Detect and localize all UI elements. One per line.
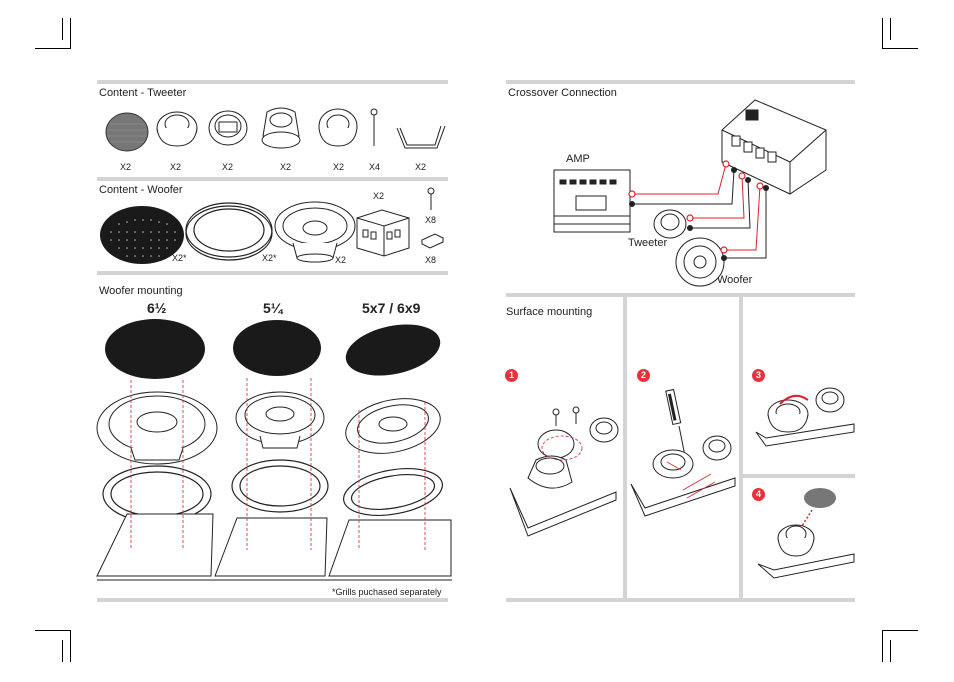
tweeter-grill-icon <box>106 113 148 151</box>
grills-footnote: *Grills puchased separately <box>332 587 442 597</box>
crop-mark <box>882 18 883 49</box>
grill-5-25-icon <box>233 320 321 376</box>
tweeter-cup-icon <box>209 111 247 145</box>
ring-5-25-icon <box>232 460 328 512</box>
tweeter-icon <box>703 436 731 460</box>
clip-icon <box>422 234 443 248</box>
tweeter-unit-icon <box>654 210 686 238</box>
surface-panel-icon <box>758 554 854 578</box>
size-label-6x9: 5x7 / 6x9 <box>362 300 420 316</box>
qty-label: X4 <box>369 162 380 172</box>
surface-step1-illustration <box>506 396 622 546</box>
crossover-icon <box>357 210 409 256</box>
size-label-5-25: 5¼ <box>263 300 282 316</box>
section-divider <box>506 598 855 602</box>
qty-label: X2* <box>172 253 187 263</box>
panel-6-5-icon <box>97 514 213 576</box>
tweeter-content-illustration <box>97 98 448 160</box>
speaker-6-5-icon <box>97 392 217 464</box>
qty-label: X2 <box>335 255 346 265</box>
woofer-speaker-icon <box>275 202 355 262</box>
size-label-6-5: 6½ <box>147 300 166 316</box>
bracket-icon <box>397 126 445 148</box>
surface-mounting-title: Surface mounting <box>506 306 592 318</box>
crossover-unit-icon <box>722 100 826 194</box>
section-divider <box>97 598 448 602</box>
crop-mark <box>35 630 71 631</box>
panel-6x9-icon <box>329 520 451 576</box>
screwdriver-icon <box>666 390 685 456</box>
crop-mark <box>890 640 891 662</box>
section-divider <box>97 271 448 275</box>
screw-icon <box>371 109 377 146</box>
grill-6-5-icon <box>105 319 205 379</box>
surface-panel-icon <box>631 478 735 516</box>
crossover-diagram <box>550 90 840 290</box>
amplifier-icon <box>554 170 630 232</box>
screw-icon <box>553 407 579 426</box>
crop-mark <box>35 48 71 49</box>
section-divider <box>506 293 855 297</box>
tweeter-icon <box>816 388 844 412</box>
woofer-mounting-title: Woofer mounting <box>99 285 183 297</box>
column-divider <box>739 296 743 598</box>
section-divider <box>97 80 448 84</box>
screw-icon <box>428 188 434 210</box>
angle-cup-icon <box>319 109 357 146</box>
woofer-mounting-illustration <box>97 318 452 580</box>
crop-mark <box>882 48 918 49</box>
section-divider <box>743 474 855 478</box>
crop-mark <box>70 630 71 662</box>
mounting-ring-icon <box>186 203 272 260</box>
tweeter-grill-icon <box>804 488 836 508</box>
ring-6x9-icon <box>340 462 446 523</box>
panel-5-25-icon <box>215 518 327 576</box>
qty-label: X2 <box>280 162 291 172</box>
crop-mark <box>62 640 63 662</box>
qty-label: X8 <box>425 215 436 225</box>
qty-label: X2 <box>333 162 344 172</box>
qty-label: X2 <box>170 162 181 172</box>
down-arrow-icon <box>802 510 812 526</box>
surface-panel-icon <box>510 488 616 536</box>
qty-label: X8 <box>425 255 436 265</box>
step-badge-2: 2 <box>637 369 650 382</box>
tweeter-icon <box>157 112 197 146</box>
qty-label: X2 <box>415 162 426 172</box>
grill-6x9-icon <box>341 317 445 384</box>
qty-label: X2 <box>373 191 384 201</box>
qty-label: X2 <box>120 162 131 172</box>
tweeter-icon <box>590 418 618 442</box>
surface-step4-illustration <box>744 482 856 582</box>
section-divider <box>506 80 855 84</box>
crop-mark <box>62 18 63 40</box>
step-badge-1: 1 <box>505 369 518 382</box>
surface-cup-icon <box>768 400 808 432</box>
surface-step2-illustration <box>627 386 739 526</box>
surface-step3-illustration <box>744 380 856 470</box>
crop-mark <box>890 18 891 40</box>
surface-cup-icon <box>778 525 814 556</box>
crop-mark <box>882 630 918 631</box>
surface-cup-icon <box>262 108 300 148</box>
crop-mark <box>70 18 71 49</box>
woofer-unit-icon <box>676 238 724 286</box>
surface-panel-icon <box>756 424 854 446</box>
surface-cup-icon <box>653 450 693 478</box>
crop-mark <box>882 630 883 662</box>
qty-label: X2* <box>262 253 277 263</box>
speaker-6x9-icon <box>341 391 446 462</box>
qty-label: X2 <box>222 162 233 172</box>
section-divider <box>97 177 448 181</box>
surface-cup-icon <box>528 430 574 488</box>
